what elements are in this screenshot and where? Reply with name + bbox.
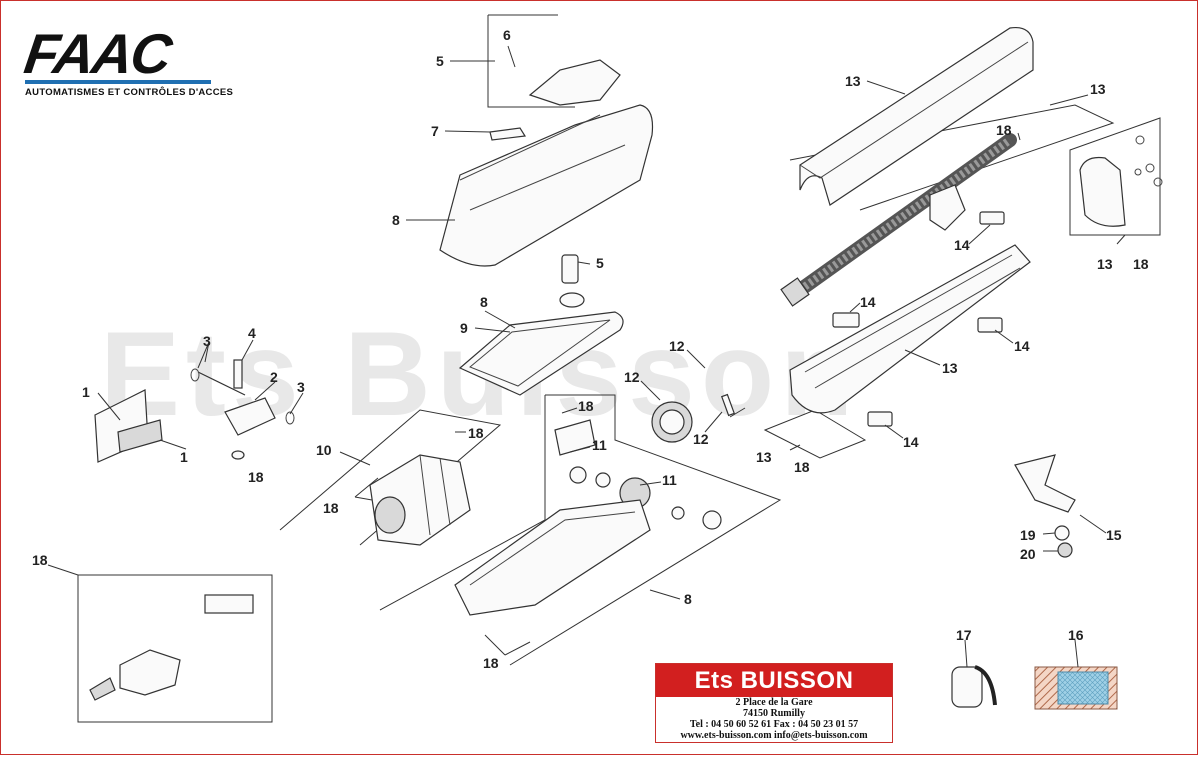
callout-14: 14 [1014,338,1030,354]
part-foot-15 [1014,454,1076,558]
dealer-city: 74150 Rumilly [743,708,805,719]
part-motor-10 [369,454,471,546]
dealer-address: 2 Place de la Gare [735,697,813,708]
callout-13: 13 [1097,256,1113,272]
callout-4: 4 [248,325,256,341]
callout-6: 6 [503,27,511,43]
callout-18: 18 [1133,256,1149,272]
part-fork-2 [190,359,295,460]
faac-logo-wordmark: FAAC [20,22,174,85]
dealer-name: Ets BUISSON [656,664,892,697]
part-worm-screw [780,133,1017,307]
callout-1: 1 [82,384,90,400]
part-rail-13 [789,244,1031,414]
callout-13: 13 [942,360,958,376]
faac-logo-bar [25,80,211,84]
dealer-phone-fax: Tel : 04 50 60 52 61 Fax : 04 50 23 01 5… [689,719,859,730]
leader-lines [47,45,1126,668]
callout-13: 13 [845,73,861,89]
callout-13: 13 [756,449,772,465]
part-cover-13 [799,26,1034,206]
callout-7: 7 [431,123,439,139]
callout-14: 14 [903,434,919,450]
callout-18: 18 [996,122,1012,138]
callout-18: 18 [468,425,484,441]
dealer-web-email: www.ets-buisson.com info@ets-buisson.com [680,730,868,741]
callout-3: 3 [203,333,211,349]
callout-18: 18 [578,398,594,414]
callout-2: 2 [270,369,278,385]
callout-12: 12 [624,369,640,385]
callout-3: 3 [297,379,305,395]
part-gearbox-11 [554,419,722,530]
callout-18: 18 [323,500,339,516]
part-filter-16 [1034,666,1118,710]
callout-18: 18 [483,655,499,671]
callout-18: 18 [794,459,810,475]
callout-8: 8 [480,294,488,310]
part-top-housing-8 [439,59,654,267]
callout-18: 18 [248,469,264,485]
part-pin-5 [559,254,585,308]
callout-11: 11 [592,437,607,453]
faac-logo: FAAC AUTOMATISMES ET CONTRÔLES D'ACCES [21,22,234,98]
callout-15: 15 [1106,527,1122,543]
callout-10: 10 [316,442,332,458]
part-junction-box-18 [89,594,254,701]
callout-13: 13 [1090,81,1106,97]
callout-12: 12 [693,431,709,447]
callout-8: 8 [392,212,400,228]
dealer-info-box: Ets BUISSON 2 Place de la Gare 74150 Rum… [655,663,893,743]
part-gasket-9 [458,311,624,396]
callout-14: 14 [954,237,970,253]
callout-8: 8 [684,591,692,607]
callout-labels: 5 6 7 8 5 8 9 13 13 18 13 18 14 14 14 13… [32,27,1149,671]
callout-5: 5 [596,255,604,271]
part-gear-12 [651,393,736,443]
callout-9: 9 [460,320,468,336]
part-bottom-housing-8 [454,499,651,616]
callout-5: 5 [436,53,444,69]
callout-16: 16 [1068,627,1084,643]
part-capacitor-17 [951,665,997,708]
callout-11: 11 [662,472,677,488]
callout-14: 14 [860,294,876,310]
callout-18: 18 [32,552,48,568]
faac-tagline: AUTOMATISMES ET CONTRÔLES D'ACCES [25,87,234,98]
callout-20: 20 [1020,546,1036,562]
part-end-cap-18 [1079,135,1163,227]
callout-1: 1 [180,449,188,465]
callout-17: 17 [956,627,972,643]
part-pads-14 [832,211,1005,427]
callout-19: 19 [1020,527,1036,543]
callout-12: 12 [669,338,685,354]
part-bracket-1 [94,389,163,463]
